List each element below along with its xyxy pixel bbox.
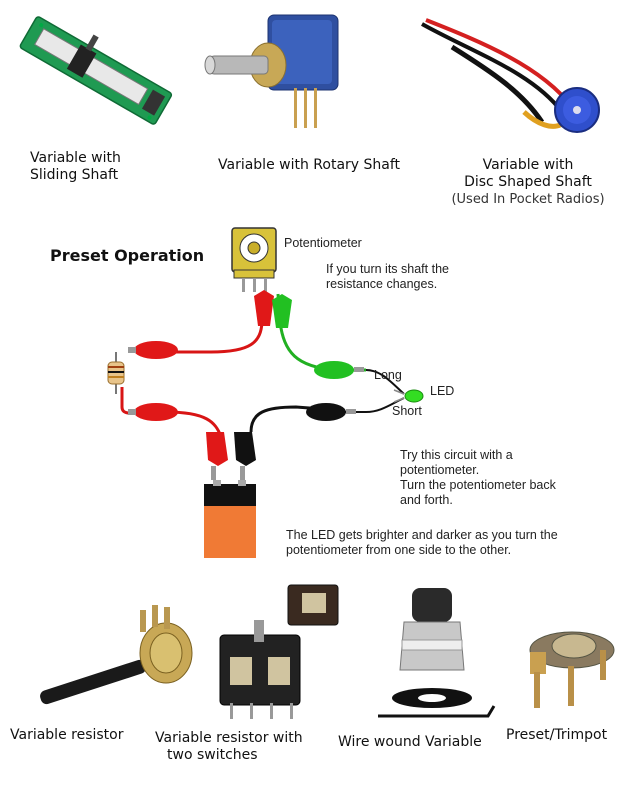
slide-potentiometer-icon bbox=[19, 16, 173, 125]
caption-note: (Used In Pocket Radios) bbox=[451, 192, 605, 207]
shaft-note: If you turn its shaft the resistance cha… bbox=[326, 262, 449, 292]
caption-line: Wire wound Variable bbox=[338, 734, 482, 750]
black-clip-right bbox=[306, 403, 356, 421]
try-note-line: Turn the potentiometer back bbox=[400, 478, 556, 492]
red-clip-battery bbox=[206, 432, 228, 480]
caption-line: Sliding Shaft bbox=[30, 167, 119, 183]
resistor-icon bbox=[107, 361, 125, 385]
trimpot-icon bbox=[529, 631, 615, 708]
led-icon bbox=[393, 389, 424, 403]
battery-icon bbox=[204, 480, 256, 558]
led-label: LED bbox=[430, 384, 455, 398]
caption-line: Variable with Rotary Shaft bbox=[218, 157, 401, 173]
caption-wirewound: Wire wound Variable bbox=[338, 734, 482, 751]
caption-trimpot: Preset/Trimpot bbox=[506, 727, 607, 744]
caption-disc-shaft: Variable with Disc Shaped Shaft (Used In… bbox=[448, 157, 608, 208]
caption-line: Disc Shaped Shaft bbox=[464, 174, 592, 190]
caption-line: Preset/Trimpot bbox=[506, 727, 608, 743]
red-clip-bottom-left bbox=[128, 403, 178, 421]
green-clip-top bbox=[272, 294, 292, 328]
joystick-potentiometer-icon bbox=[219, 584, 339, 719]
brightness-note-line: The LED gets brighter and darker as you … bbox=[286, 528, 558, 542]
caption-line: Variable with bbox=[482, 157, 574, 173]
green-clip-mid bbox=[314, 361, 364, 379]
shaft-note-line: If you turn its shaft the bbox=[326, 262, 449, 276]
diagram-title: Preset Operation bbox=[50, 246, 205, 265]
brightness-note: The LED gets brighter and darker as you … bbox=[286, 528, 558, 558]
black-clip-battery bbox=[234, 432, 256, 480]
variable-resistor-icon bbox=[40, 605, 193, 705]
shaft-note-line: resistance changes. bbox=[326, 277, 438, 291]
caption-variable-resistor: Variable resistor bbox=[10, 727, 123, 744]
red-clip-left bbox=[128, 341, 178, 359]
disc-potentiometer-icon bbox=[421, 18, 600, 133]
try-note: Try this circuit with a potentiometer. T… bbox=[400, 448, 556, 508]
caption-line: two switches bbox=[167, 747, 258, 763]
caption-variable-resistor-switches: Variable resistor with two switches bbox=[155, 730, 303, 764]
caption-line: Variable resistor bbox=[10, 727, 124, 743]
caption-line: Variable resistor with bbox=[155, 730, 303, 746]
long-label: Long bbox=[374, 368, 402, 382]
caption-rotary-shaft: Variable with Rotary Shaft bbox=[218, 157, 400, 174]
circuit-wiring bbox=[107, 227, 424, 558]
try-note-line: and forth. bbox=[400, 493, 453, 507]
red-clip-top bbox=[254, 290, 274, 326]
brightness-note-line: potentiometer from one side to the other… bbox=[286, 543, 512, 557]
caption-sliding-shaft: Variable with Sliding Shaft bbox=[30, 150, 121, 184]
rotary-potentiometer-icon bbox=[204, 14, 339, 128]
try-note-line: potentiometer. bbox=[400, 463, 480, 477]
wirewound-potentiometer-icon bbox=[378, 588, 496, 718]
caption-line: Variable with bbox=[30, 150, 121, 166]
circuit-diagram: Preset Operation bbox=[36, 222, 606, 570]
try-note-line: Try this circuit with a bbox=[400, 448, 513, 462]
short-label: Short bbox=[392, 404, 422, 418]
potentiometer-icon bbox=[231, 227, 277, 292]
potentiometer-label: Potentiometer bbox=[284, 236, 362, 250]
